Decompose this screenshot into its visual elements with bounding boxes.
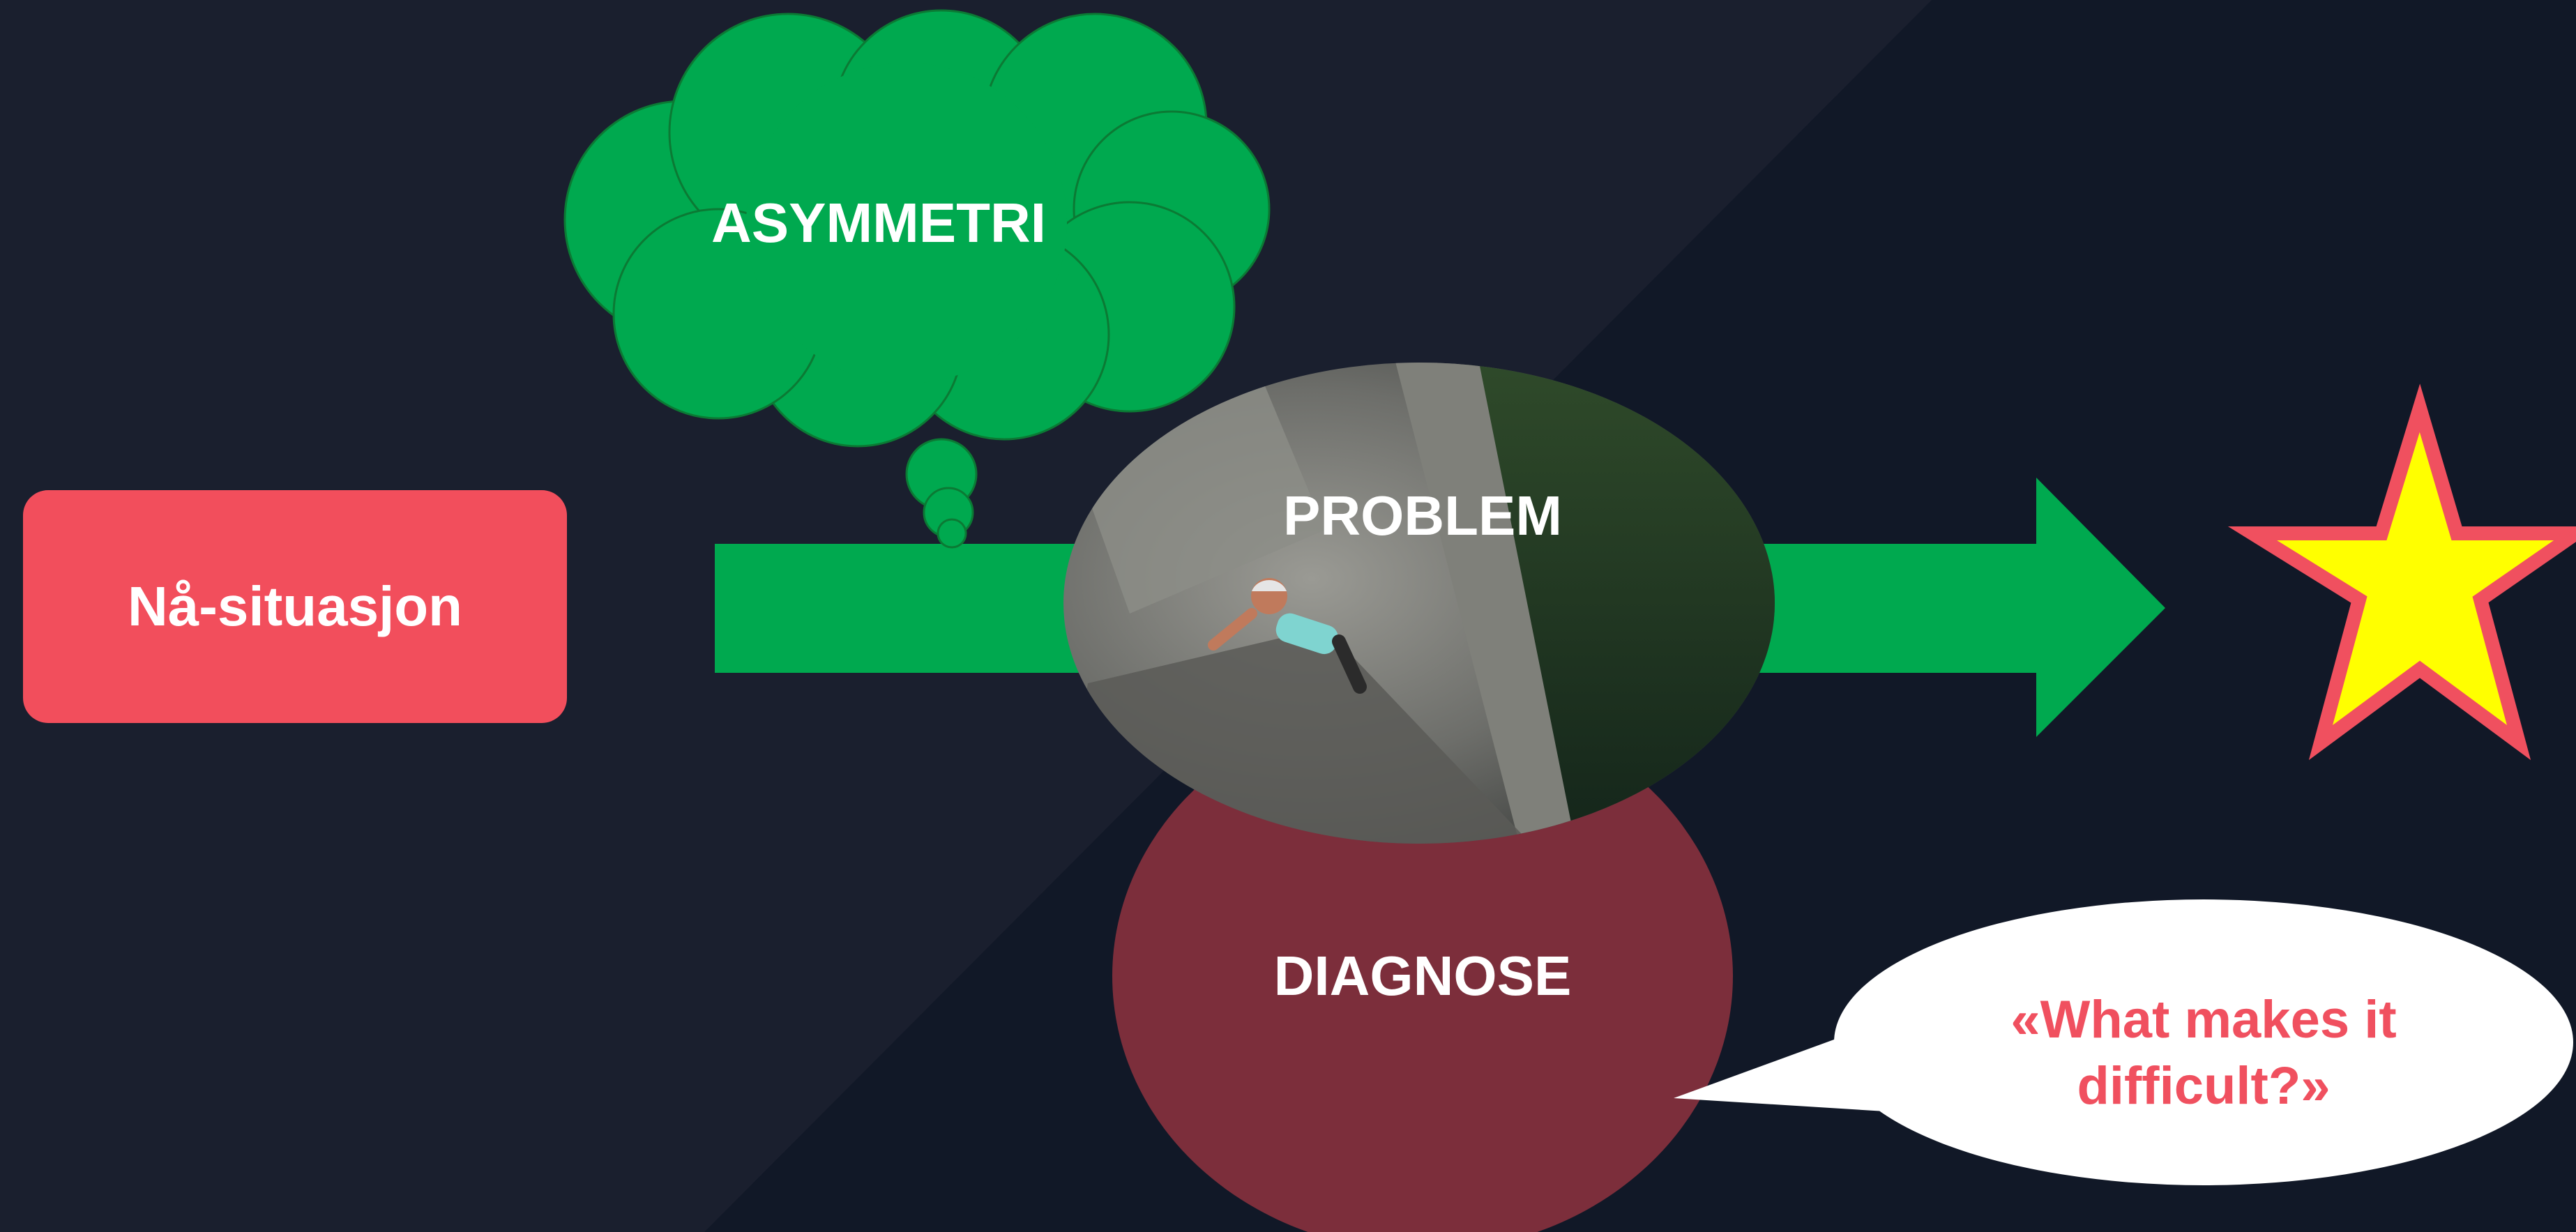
cloud-icon (563, 9, 1271, 549)
diagnose-circle (1112, 701, 1733, 1232)
problem-label: PROBLEM (1283, 485, 1562, 547)
quote-label: «What makes it difficult?» (2010, 990, 2397, 1116)
speech-bubble-icon (1674, 899, 2573, 1185)
current-state-box (23, 490, 567, 723)
star-icon (2227, 383, 2576, 761)
thought-label: ASYMMETRI (711, 192, 1046, 254)
diagnose-label: DIAGNOSE (1273, 945, 1572, 1007)
climber-figure (1208, 578, 1367, 694)
current-state-label: Nå-situasjon (127, 575, 463, 637)
climber-photo (1063, 363, 1775, 844)
